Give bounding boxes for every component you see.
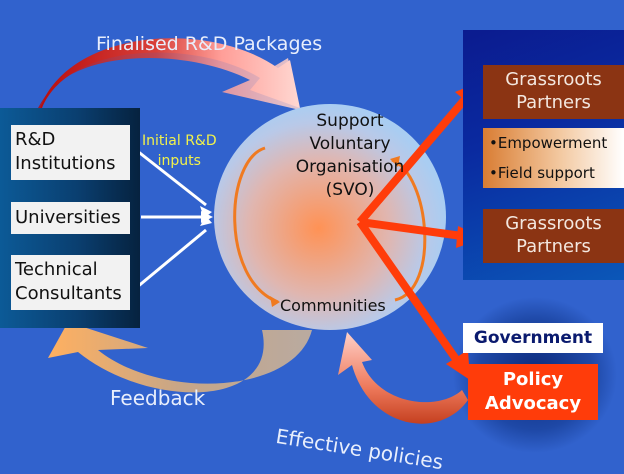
grassroots-partners-bottom: Grassroots Partners (483, 209, 624, 263)
source-line: Institutions (15, 153, 116, 174)
svo-title-line: Support (316, 111, 384, 131)
svo-title-line: Voluntary (309, 134, 391, 154)
grassroots-partners-top: Grassroots Partners (483, 65, 624, 119)
effective-policies-arrow (338, 332, 468, 424)
svo-title: Support Voluntary Organisation (SVO) (270, 110, 430, 202)
government-label: Government (463, 323, 603, 353)
arrow-to-partners-top (356, 95, 470, 225)
feedback-label: Feedback (110, 386, 206, 410)
initial-inputs-label: Initial R&D inputs (142, 131, 217, 171)
partner-line: Grassroots (505, 69, 602, 90)
communities-label: Communities (280, 296, 386, 315)
svo-circle (214, 104, 446, 330)
inputs-line: inputs (157, 153, 201, 169)
input-arrow-consultants (135, 228, 207, 290)
partner-line: Grassroots (505, 213, 602, 234)
svo-loop-left-arrow (233, 146, 279, 304)
partner-activities: •Empowerment •Field support (483, 128, 624, 188)
feedback-arrow (48, 322, 312, 393)
policy-line: Policy (502, 369, 564, 390)
source-technical-consultants: Technical Consultants (11, 255, 130, 310)
source-line: Technical (15, 259, 98, 280)
arrow-to-policy (356, 219, 462, 365)
left-sources-panel: R&D Institutions Universities Technical … (0, 108, 140, 328)
arrow-to-partners-bottom (359, 218, 463, 240)
svo-title-line: (SVO) (325, 180, 375, 200)
policy-advocacy-box: Policy Advocacy (468, 364, 598, 420)
source-universities: Universities (11, 202, 130, 234)
finalised-packages-label: Finalised R&D Packages (96, 33, 323, 55)
inputs-line: Initial R&D (142, 133, 217, 149)
policy-line: Advocacy (484, 393, 582, 414)
bullet-field-support: •Field support (489, 164, 595, 182)
grassroots-panel: Grassroots Partners •Empowerment •Field … (463, 30, 624, 280)
source-line: Universities (15, 207, 121, 228)
partner-line: Partners (516, 236, 591, 257)
source-line: Consultants (15, 283, 122, 304)
svo-title-line: Organisation (295, 157, 405, 177)
source-rd-institutions: R&D Institutions (11, 125, 130, 180)
input-arrow-institutions (135, 148, 207, 207)
finalised-packages-arrow-body (38, 42, 300, 110)
partner-line: Partners (516, 92, 591, 113)
bullet-empowerment: •Empowerment (489, 134, 608, 152)
source-line: R&D (15, 129, 56, 150)
